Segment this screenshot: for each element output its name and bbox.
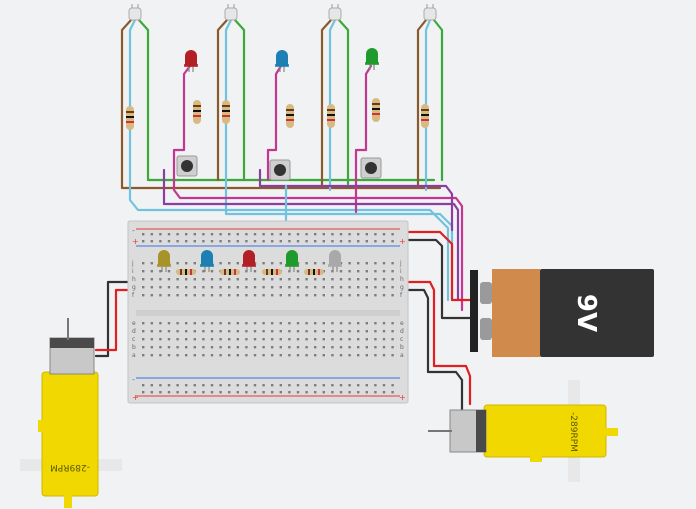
breadboard-leds (157, 250, 342, 272)
wire-cyan[interactable] (328, 18, 337, 192)
phototransistor[interactable] (423, 4, 437, 21)
row-letter: j (131, 260, 134, 267)
led-red[interactable] (242, 250, 256, 272)
rail-plus-label: + (399, 393, 406, 402)
wire-brown[interactable] (416, 18, 428, 188)
row-letter: g (400, 284, 404, 291)
wire-brown[interactable] (320, 18, 333, 188)
battery-label: 9V (571, 294, 601, 332)
led-blue[interactable] (275, 50, 289, 72)
wire-black[interactable] (394, 238, 472, 320)
row-letter: c (400, 336, 403, 343)
top-leds (184, 48, 379, 72)
wire-cyan[interactable] (128, 18, 450, 302)
row-letter: a (400, 352, 404, 359)
led-yellow[interactable] (157, 250, 171, 272)
row-letter: j (399, 260, 402, 267)
phototransistor[interactable] (128, 4, 142, 21)
wire-brown[interactable] (216, 18, 229, 182)
wire-magenta[interactable] (354, 64, 373, 214)
resistor[interactable] (372, 98, 380, 122)
row-letter: i (132, 268, 134, 275)
wire-magenta[interactable] (266, 64, 283, 182)
pushbutton[interactable] (176, 155, 198, 177)
resistor[interactable] (304, 269, 324, 275)
led-green[interactable] (285, 250, 299, 272)
led-green[interactable] (365, 48, 379, 70)
motor-left[interactable]: -289RPM (20, 318, 122, 508)
wire-brown[interactable] (120, 18, 442, 190)
motor-right[interactable]: -289RPM (428, 380, 618, 482)
resistor[interactable] (176, 269, 196, 275)
wire-red[interactable] (378, 280, 472, 406)
wire-green[interactable] (233, 18, 246, 182)
motor-left-label: -289RPM (50, 462, 90, 472)
row-letter: d (132, 328, 136, 335)
breadboard-holes (142, 233, 394, 394)
wire-purple[interactable] (258, 168, 454, 232)
row-letter: f (132, 292, 135, 299)
wire-cyan[interactable] (224, 18, 454, 302)
wire-green[interactable] (137, 18, 436, 182)
resistor[interactable] (193, 100, 201, 124)
phototransistors (128, 4, 437, 21)
rail-plus-label: + (132, 393, 139, 402)
row-letter: f (400, 292, 403, 299)
motor-right-label: -289RPM (568, 412, 578, 452)
pushbutton[interactable] (269, 159, 291, 181)
rail-plus-label: + (132, 237, 139, 246)
resistor[interactable] (126, 106, 134, 130)
led-red[interactable] (184, 50, 198, 72)
pushbuttons (176, 155, 382, 181)
row-letter: d (400, 328, 404, 335)
rail-plus-label: + (399, 237, 406, 246)
wire-magenta[interactable] (172, 64, 464, 312)
row-letter: a (132, 352, 136, 359)
row-letter: h (400, 276, 404, 283)
resistor[interactable] (286, 104, 294, 128)
led-blue[interactable] (200, 250, 214, 272)
rail-minus-label: - (132, 226, 135, 235)
row-letter: h (132, 276, 136, 283)
wire-purple[interactable] (162, 168, 460, 302)
row-letter: b (400, 344, 404, 351)
row-letter: g (132, 284, 136, 291)
wire-green[interactable] (432, 18, 444, 182)
wire-green[interactable] (337, 18, 350, 186)
resistor[interactable] (262, 269, 282, 275)
resistor[interactable] (220, 269, 240, 275)
wire-cyan[interactable] (424, 18, 432, 192)
phototransistor[interactable] (328, 4, 342, 21)
wire-black[interactable] (94, 280, 142, 358)
phototransistor[interactable] (224, 4, 238, 21)
rail-minus-label: - (132, 375, 135, 384)
top-resistors (126, 98, 429, 130)
row-letter: i (400, 268, 402, 275)
resistor[interactable] (421, 104, 429, 128)
wire-black[interactable] (358, 288, 464, 412)
resistor[interactable] (222, 100, 230, 124)
row-letter: b (132, 344, 136, 351)
breadboard-resistors (176, 269, 324, 275)
row-letter: e (400, 320, 404, 327)
row-letter: e (132, 320, 136, 327)
led-white[interactable] (328, 250, 342, 272)
row-letter: c (132, 336, 135, 343)
wire-red[interactable] (394, 230, 472, 302)
pushbutton[interactable] (360, 157, 382, 179)
battery-9v[interactable]: 9V (470, 269, 654, 357)
resistor[interactable] (327, 104, 335, 128)
